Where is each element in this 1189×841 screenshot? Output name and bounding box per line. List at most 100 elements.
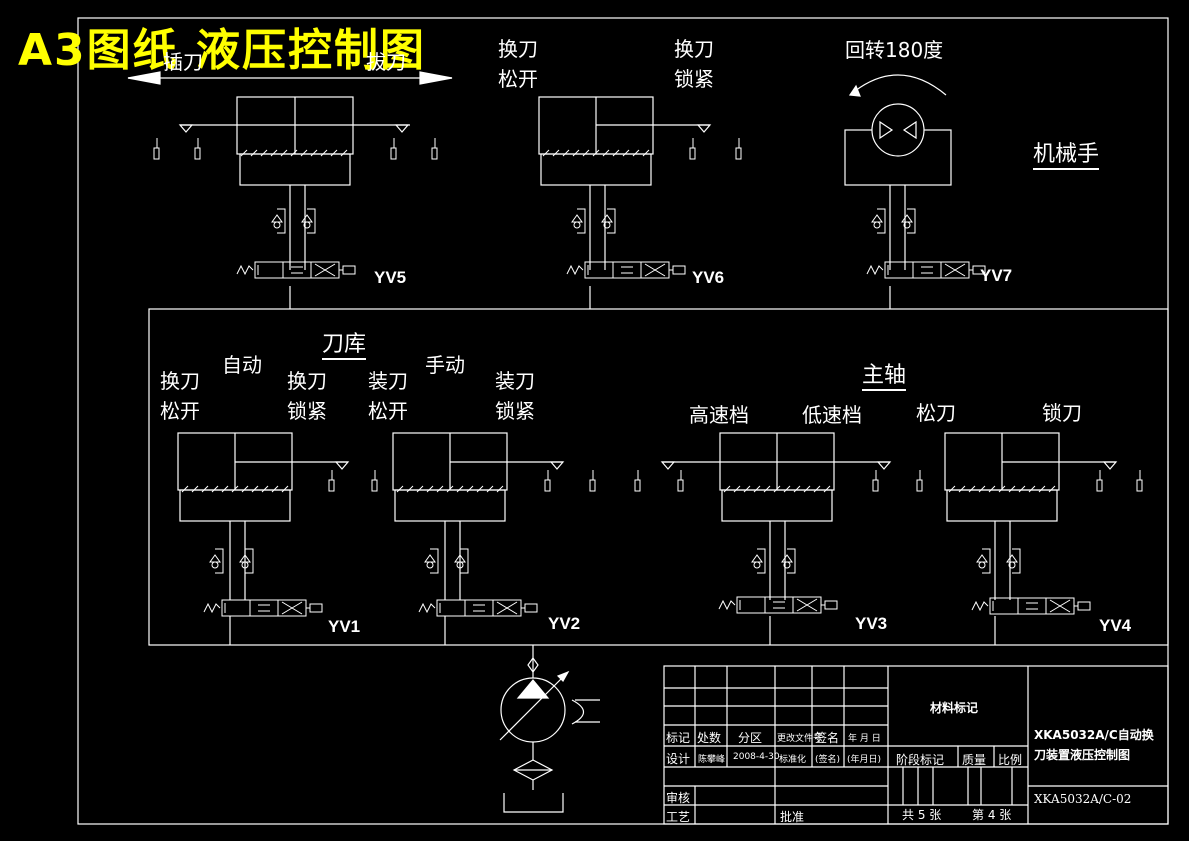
rod-hatch [181, 485, 189, 493]
valve-yv5-pos [254, 261, 284, 279]
rod-hatch [968, 485, 976, 493]
valve-yv6-label: YV6 [692, 268, 725, 287]
manipulator-label: 机械手 [1033, 136, 1100, 170]
rod-hatch [496, 485, 504, 493]
rod-hatch [823, 485, 831, 493]
auto-label: 自动 [222, 353, 262, 377]
rod-hatch [723, 485, 731, 493]
rod-hatch [241, 485, 249, 493]
pump-unit [499, 645, 600, 813]
title-block [663, 665, 1169, 825]
tool-change-lock-label: 换刀 锁紧 [674, 37, 714, 91]
valve-yv3-solenoid [824, 600, 838, 610]
tb-mass: 质量 [962, 753, 987, 767]
check-yv4-ball [978, 561, 986, 569]
cylinder-spindle-gear [660, 432, 892, 600]
rod-hatch [250, 149, 258, 157]
rod-hatch [1018, 485, 1026, 493]
pull-label: 拔刀 [366, 50, 406, 74]
check-yv5-check [301, 214, 313, 223]
valve-yv7-pos [912, 261, 942, 279]
limit-switch-body [544, 479, 551, 492]
cylinder-magazine-2 [392, 432, 565, 600]
rod-hatch [406, 485, 414, 493]
check-yv2-check [424, 554, 436, 563]
tb-process: 工艺 [666, 810, 691, 824]
load-loosen-label: 装刀 松开 [368, 369, 408, 423]
rod-hatch [642, 149, 650, 157]
check-yv3-ball [753, 561, 761, 569]
check-yv5-bypass [277, 208, 286, 234]
rod-hatch [320, 149, 328, 157]
tb-review: 审核 [666, 791, 691, 805]
check-yv2-bypass [460, 548, 469, 574]
tb-count: 处数 [697, 731, 722, 745]
valve-yv3-pos [764, 596, 794, 614]
check-yv4-check [976, 554, 988, 563]
rod-hatch [948, 485, 956, 493]
limit-switch-body [390, 147, 397, 160]
rod-hatch [773, 485, 781, 493]
valve-yv6-cross [644, 263, 666, 277]
rod-hatch [1028, 485, 1036, 493]
valve-yv4-pos [1017, 597, 1047, 615]
rod-hatch [446, 485, 454, 493]
rod-hatch [763, 485, 771, 493]
rod-hatch [1008, 485, 1016, 493]
valve-yv4-pos [989, 597, 1019, 615]
tb-stage: 阶段标记 [896, 753, 945, 767]
check-yv5-ball [303, 221, 311, 229]
rod-hatch [270, 149, 278, 157]
check-yv7-check [901, 214, 913, 223]
valve-yv2-solenoid [524, 603, 538, 613]
rod-hatch [958, 485, 966, 493]
check-yv7-bypass [877, 208, 886, 234]
tb-date: 年 月 日 [848, 734, 881, 744]
limit-switch-body [153, 147, 160, 160]
valve-yv7-spring [866, 264, 884, 276]
rod-hatch [988, 485, 996, 493]
check-yv6-ball [573, 221, 581, 229]
rod-hatch [456, 485, 464, 493]
drawing-frame [77, 17, 1169, 825]
check-yv5-check [271, 214, 283, 223]
check-yv7-check [871, 214, 883, 223]
check-yv6-ball [603, 221, 611, 229]
valve-yv5-pos [282, 261, 312, 279]
rod-hatch [998, 485, 1006, 493]
valve-yv5-spring [236, 264, 254, 276]
valve-yv2-label: YV2 [548, 614, 581, 633]
spindle-loosen-label: 松刀 [916, 401, 956, 425]
tb-sign2: (签名) [815, 755, 841, 765]
valve-yv2-pos [464, 599, 494, 617]
rod-hatch [486, 485, 494, 493]
valve-yv5-solenoid [342, 265, 356, 275]
drawing-number: XKA5032A/C-02 [1034, 792, 1132, 806]
rod-hatch [436, 485, 444, 493]
cylinder-spindle-clamp [944, 432, 1118, 600]
check-yv3-check [751, 554, 763, 563]
rod-hatch [251, 485, 259, 493]
check-yv2-ball [456, 561, 464, 569]
valve-yv3-spring [718, 599, 736, 611]
limit-switch-body [735, 147, 742, 160]
valve-yv1-solenoid [309, 603, 323, 613]
valve-yv3-cross [796, 598, 818, 612]
spindle-lock-label: 锁刀 [1042, 401, 1082, 425]
valve-yv2-spring [418, 602, 436, 614]
rod-hatch [813, 485, 821, 493]
spindle-label: 主轴 [862, 357, 907, 391]
drawing-title: A3图纸 液压控制图 [18, 25, 426, 76]
rod-hatch [426, 485, 434, 493]
valve-yv6-pos [612, 261, 642, 279]
manual-label: 手动 [425, 353, 465, 377]
rod-hatch [261, 485, 269, 493]
rod-hatch [622, 149, 630, 157]
material-mark: 材料标记 [930, 701, 979, 715]
limit-switch-body [194, 147, 201, 160]
rod-hatch [743, 485, 751, 493]
valve-yv6-pos [584, 261, 614, 279]
tb-sign: 签名 [815, 731, 840, 745]
magazine-label: 刀库 [322, 326, 367, 360]
